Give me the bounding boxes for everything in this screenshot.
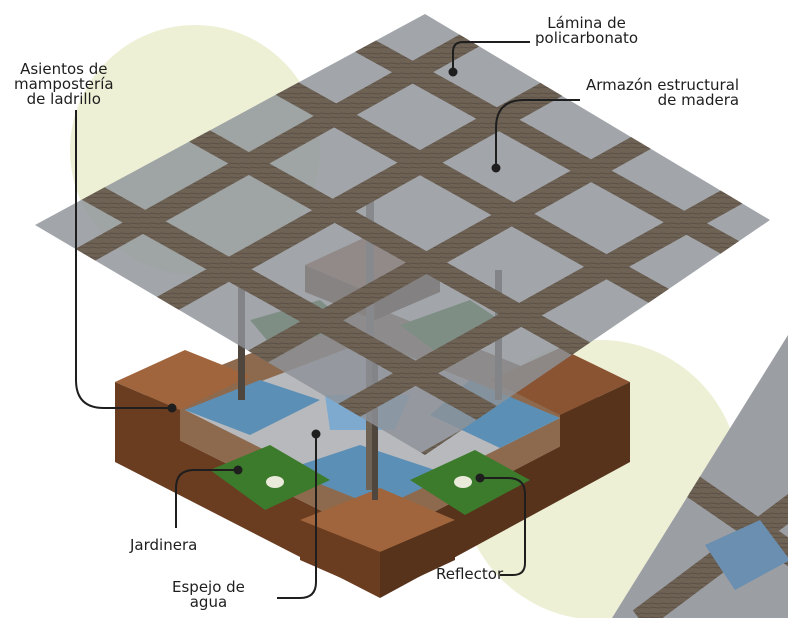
label-asientos-line3: de ladrillo — [26, 90, 101, 108]
label-asientos-line2: mampostería — [14, 75, 114, 93]
seat-front — [300, 488, 455, 595]
leader-lamina — [452, 41, 530, 72]
leader-reflector — [480, 477, 526, 576]
label-jardinera-line1: Jardinera — [130, 536, 198, 554]
label-reflector: Reflector — [436, 567, 503, 582]
leader-espejo — [277, 436, 317, 599]
leader-asientos — [75, 110, 172, 409]
label-asientos: Asientos de mampostería de ladrillo — [14, 62, 114, 107]
water-channel-left — [185, 380, 320, 435]
label-asientos-line1: Asientos de — [20, 60, 108, 78]
label-armazon-line2: de madera — [657, 91, 740, 109]
label-lamina-line1: Lámina de — [547, 14, 626, 32]
label-armazon: Armazón estructural de madera — [586, 78, 739, 108]
label-armazon-line1: Armazón estructural — [586, 76, 740, 94]
leader-jardinera — [175, 469, 238, 528]
reflector-light-3 — [266, 476, 284, 488]
label-espejo-line2: agua — [189, 593, 228, 611]
label-reflector-line1: Reflector — [436, 565, 504, 583]
label-espejo-line1: Espejo de — [172, 578, 245, 596]
leader-dots — [167, 67, 501, 483]
leader-armazon — [495, 99, 580, 168]
leader-lines — [75, 41, 580, 599]
label-lamina: Lámina de policarbonato — [535, 16, 638, 46]
label-espejo: Espejo de agua — [172, 580, 245, 610]
label-jardinera: Jardinera — [130, 538, 197, 553]
reflector-light-4 — [454, 476, 472, 488]
label-lamina-line2: policarbonato — [535, 29, 639, 47]
seat-left — [115, 350, 250, 445]
